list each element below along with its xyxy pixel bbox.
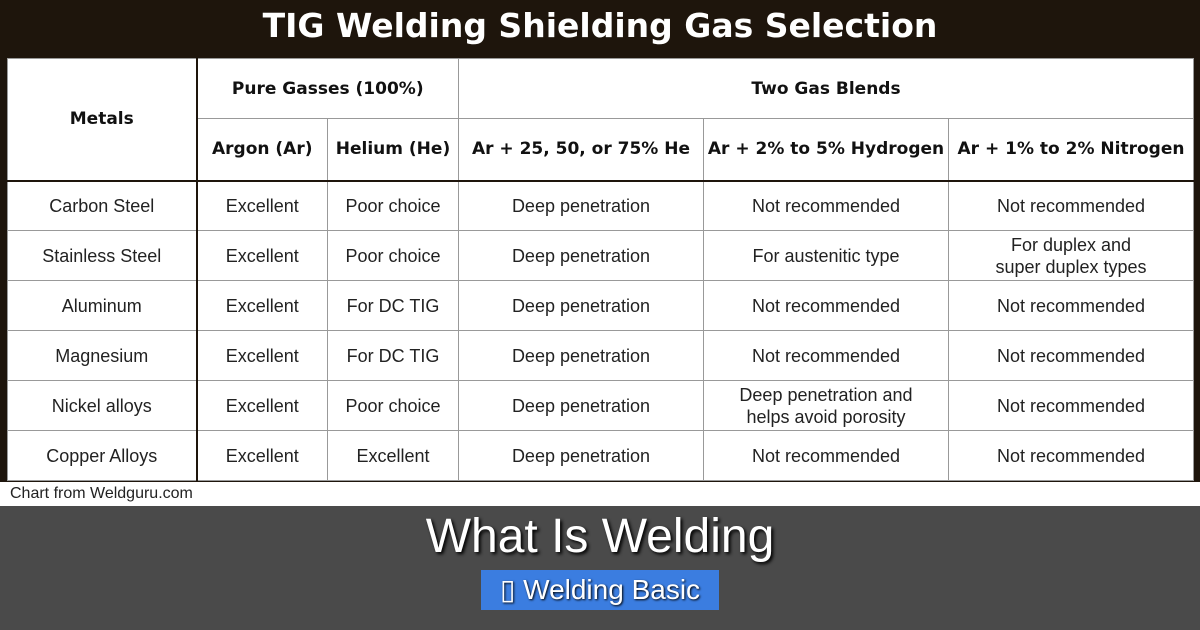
metal-name: Nickel alloys bbox=[7, 380, 198, 431]
article-title[interactable]: What Is Welding bbox=[425, 510, 775, 563]
table-cell: For DC TIG bbox=[327, 330, 459, 381]
category-label: Welding Basic bbox=[523, 574, 701, 605]
table-cell: Not recommended bbox=[703, 330, 949, 381]
table-cell: Excellent bbox=[196, 430, 328, 481]
source-credit: Chart from Weldguru.com bbox=[10, 485, 193, 502]
table-cell: Excellent bbox=[196, 230, 328, 281]
table-cell: Not recommended bbox=[948, 430, 1194, 481]
header-pure-gasses: Pure Gasses (100%) bbox=[196, 58, 459, 119]
table-cell: Excellent bbox=[327, 430, 459, 481]
header-col: Ar + 25, 50, or 75% He bbox=[458, 118, 704, 182]
table-cell: Excellent bbox=[196, 330, 328, 381]
table-cell: For DC TIG bbox=[327, 280, 459, 331]
table-cell: Excellent bbox=[196, 280, 328, 331]
table-cell: Deep penetration bbox=[458, 280, 704, 331]
header-col: Argon (Ar) bbox=[196, 118, 328, 182]
chart-title: TIG Welding Shielding Gas Selection bbox=[262, 6, 938, 45]
table-cell: Not recommended bbox=[948, 380, 1194, 431]
table-cell: Not recommended bbox=[703, 430, 949, 481]
table-cell: Excellent bbox=[196, 380, 328, 431]
table-cell: Not recommended bbox=[703, 180, 949, 231]
table-cell: For austenitic type bbox=[703, 230, 949, 281]
header-two-gas-blends: Two Gas Blends bbox=[458, 58, 1194, 119]
table-cell: Deep penetration bbox=[458, 330, 704, 381]
table-cell: Excellent bbox=[196, 180, 328, 231]
table-cell: Deep penetration and helps avoid porosit… bbox=[703, 380, 949, 431]
category-icon: ▯ bbox=[499, 574, 516, 605]
table-cell: Not recommended bbox=[703, 280, 949, 331]
category-badge[interactable]: ▯ Welding Basic bbox=[481, 570, 719, 610]
table-cell: Deep penetration bbox=[458, 380, 704, 431]
table-cell: Not recommended bbox=[948, 180, 1194, 231]
table-cell: Deep penetration bbox=[458, 180, 704, 231]
table-cell: For duplex and super duplex types bbox=[948, 230, 1194, 281]
table-cell: Poor choice bbox=[327, 230, 459, 281]
metal-name: Aluminum bbox=[7, 280, 198, 331]
table-cell: Deep penetration bbox=[458, 230, 704, 281]
gas-table: Metals Pure Gasses (100%) Two Gas Blends… bbox=[7, 58, 1194, 481]
metal-name: Carbon Steel bbox=[7, 180, 198, 231]
header-col: Ar + 2% to 5% Hydrogen bbox=[703, 118, 949, 182]
table-cell: Deep penetration bbox=[458, 430, 704, 481]
table-cell: Not recommended bbox=[948, 330, 1194, 381]
header-col: Helium (He) bbox=[327, 118, 459, 182]
caption-overlay: What Is Welding ▯ Welding Basic bbox=[0, 506, 1200, 630]
header-col: Ar + 1% to 2% Nitrogen bbox=[948, 118, 1194, 182]
table-cell: Not recommended bbox=[948, 280, 1194, 331]
metal-name: Stainless Steel bbox=[7, 230, 198, 281]
table-cell: Poor choice bbox=[327, 380, 459, 431]
header-metals: Metals bbox=[7, 58, 198, 182]
table-cell: Poor choice bbox=[327, 180, 459, 231]
metal-name: Magnesium bbox=[7, 330, 198, 381]
metal-name: Copper Alloys bbox=[7, 430, 198, 481]
